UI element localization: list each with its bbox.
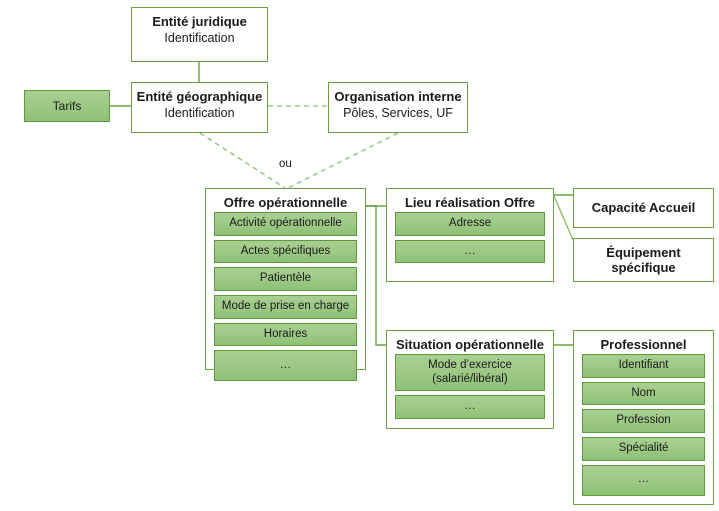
node-entite-juridique[interactable]: Entité juridique Identification: [131, 7, 268, 62]
node-capacite-accueil-title: Capacité Accueil: [591, 200, 696, 216]
connector-geographique-offre: [199, 132, 286, 189]
attribute-chip[interactable]: …: [214, 350, 357, 382]
node-offre-operationnelle-attributes: Activité opérationnelle Actes spécifique…: [206, 212, 365, 387]
node-lieu-realisation-offre-title: Lieu réalisation Offre: [404, 195, 536, 210]
node-entite-geographique-title: Entité géographique: [136, 89, 263, 104]
node-tarifs-label: Tarifs: [52, 99, 82, 113]
node-entite-juridique-subtitle: Identification: [164, 31, 235, 46]
node-equipement-specifique-title: Équipement spécifique: [606, 244, 681, 275]
node-situation-operationnelle-attributes: Mode d’exercice (salarié/libéral) …: [387, 354, 553, 425]
node-offre-operationnelle-title: Offre opérationnelle: [223, 195, 348, 210]
attribute-chip[interactable]: Profession: [582, 409, 705, 434]
attribute-chip[interactable]: Actes spécifiques: [214, 239, 357, 264]
attribute-chip[interactable]: Mode d’exercice (salarié/libéral): [395, 354, 545, 392]
attribute-chip[interactable]: Nom: [582, 381, 705, 406]
attribute-chip[interactable]: Patientèle: [214, 267, 357, 292]
node-lieu-realisation-offre-attributes: Adresse …: [387, 212, 553, 269]
attribute-chip[interactable]: Mode de prise en charge: [214, 295, 357, 319]
node-equipement-specifique[interactable]: Équipement spécifique: [573, 238, 714, 282]
attribute-chip[interactable]: Adresse: [395, 212, 545, 236]
attribute-chip[interactable]: …: [395, 395, 545, 420]
node-situation-operationnelle-title: Situation opérationnelle: [395, 337, 545, 352]
attribute-chip[interactable]: …: [395, 239, 545, 264]
node-professionnel-title: Professionnel: [600, 337, 687, 352]
attribute-chip[interactable]: Identifiant: [582, 354, 705, 378]
node-situation-operationnelle[interactable]: Situation opérationnelle Mode d’exercice…: [386, 330, 554, 429]
node-professionnel-attributes: Identifiant Nom Profession Spécialité …: [574, 354, 713, 501]
connector-lieu-equipement: [553, 195, 574, 241]
node-offre-operationnelle[interactable]: Offre opérationnelle Activité opérationn…: [205, 188, 366, 382]
node-organisation-interne[interactable]: Organisation interne Pôles, Services, UF: [328, 82, 468, 133]
node-organisation-interne-subtitle: Pôles, Services, UF: [343, 106, 453, 121]
attribute-chip[interactable]: …: [582, 464, 705, 496]
node-professionnel[interactable]: Professionnel Identifiant Nom Profession…: [573, 330, 714, 505]
attribute-chip[interactable]: Activité opérationnelle: [214, 212, 357, 236]
connector-organisation-offre: [287, 132, 399, 189]
connector-label-ou: ou: [278, 158, 293, 170]
node-organisation-interne-title: Organisation interne: [334, 89, 462, 104]
attribute-chip[interactable]: Spécialité: [582, 437, 705, 461]
node-entite-geographique-subtitle: Identification: [164, 106, 235, 121]
node-tarifs[interactable]: Tarifs: [24, 90, 110, 122]
node-capacite-accueil[interactable]: Capacité Accueil: [573, 188, 714, 228]
node-entite-juridique-title: Entité juridique: [152, 14, 247, 29]
node-entite-geographique[interactable]: Entité géographique Identification: [131, 82, 268, 133]
node-lieu-realisation-offre[interactable]: Lieu réalisation Offre Adresse …: [386, 188, 554, 282]
connector-offre-situation: [366, 205, 386, 346]
attribute-chip[interactable]: Horaires: [214, 322, 357, 347]
